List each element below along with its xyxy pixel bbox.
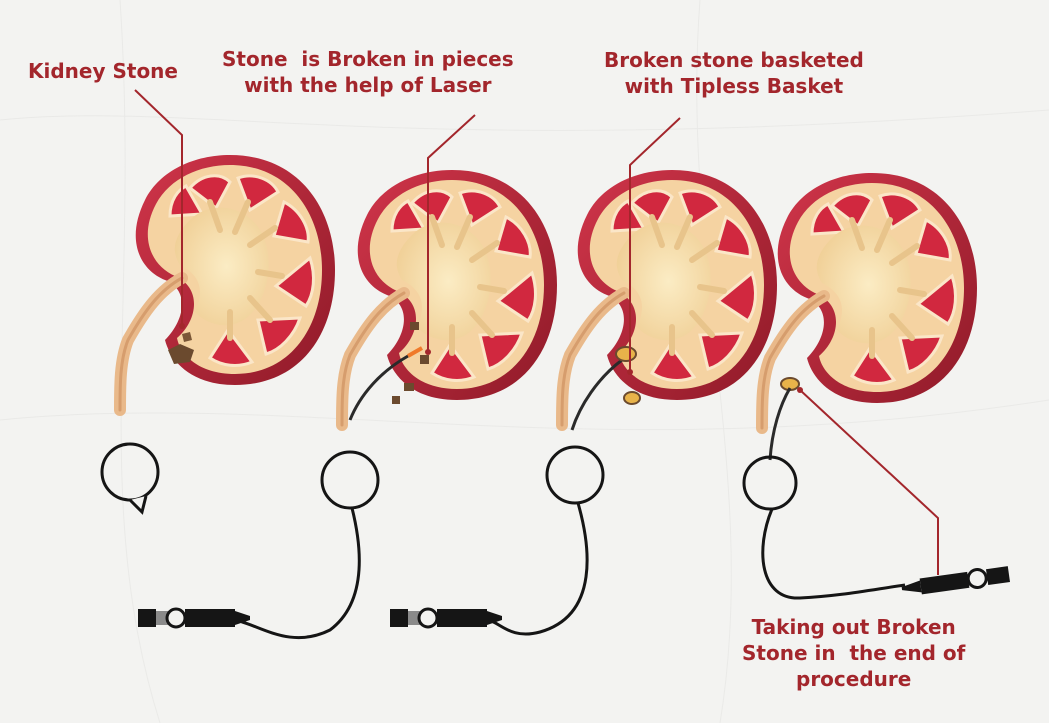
scope-cable bbox=[234, 507, 361, 640]
leader-line-step-2 bbox=[427, 114, 476, 352]
leader-line-step-1 bbox=[134, 89, 183, 325]
ureteroscope-icon bbox=[390, 607, 502, 629]
scope-cable bbox=[487, 502, 589, 636]
leader-line-step-3 bbox=[629, 117, 681, 372]
label-kidney-stone: Kidney Stone bbox=[28, 58, 178, 84]
label-line: Stone is Broken in pieces bbox=[222, 47, 514, 71]
ureteroscope-icon bbox=[138, 607, 250, 629]
label-line: with Tipless Basket bbox=[624, 74, 844, 98]
magnifier-circle-icon bbox=[742, 455, 798, 511]
magnifier-circle-icon bbox=[545, 445, 605, 505]
stone-icon bbox=[168, 332, 194, 364]
label-line: Kidney Stone bbox=[28, 59, 178, 83]
label-broken-stone-basketed: Broken stone basketed with Tipless Baske… bbox=[604, 47, 864, 99]
extracted-stone bbox=[768, 377, 800, 461]
leader-line-step-4 bbox=[799, 389, 939, 575]
label-taking-out-stone: Taking out Broken Stone in the end of pr… bbox=[742, 614, 965, 692]
laser-fiber-icon bbox=[348, 346, 423, 421]
ureteroscope-icon bbox=[901, 566, 1010, 595]
label-line: with the help of Laser bbox=[244, 73, 492, 97]
label-line: procedure bbox=[796, 667, 912, 691]
label-line: Stone in the end of bbox=[742, 641, 966, 665]
magnifier-circle-icon bbox=[320, 450, 380, 510]
stone-fragments bbox=[392, 322, 429, 404]
label-line: Broken stone basketed bbox=[604, 48, 864, 72]
label-line: Taking out Broken bbox=[751, 615, 956, 639]
scope-cable bbox=[761, 508, 906, 600]
label-stone-broken-laser: Stone is Broken in pieces with the help … bbox=[222, 46, 514, 98]
